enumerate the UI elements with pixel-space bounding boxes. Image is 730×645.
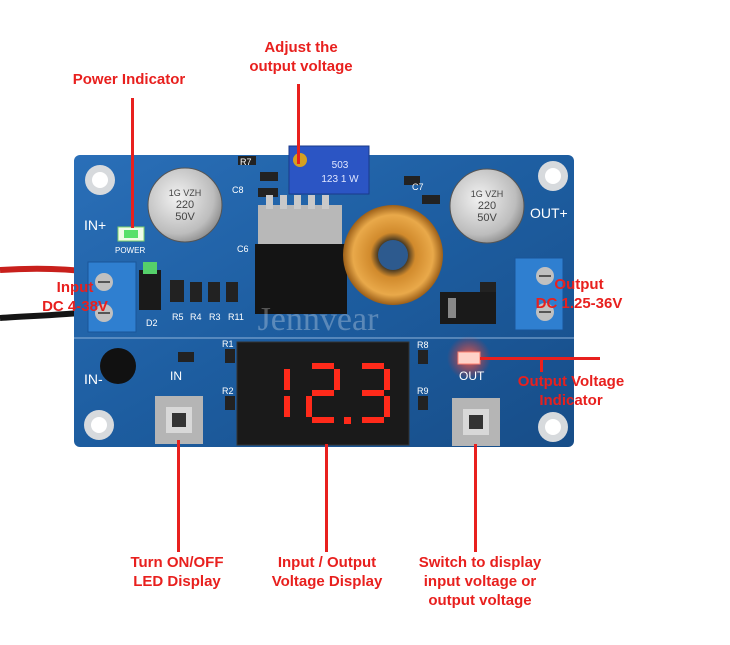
display-segments	[284, 363, 390, 424]
capacitor-right: 1G VZH 220 50V	[449, 168, 525, 244]
label-adjust-output-voltage: Adjust the output voltage	[249, 39, 353, 75]
svg-text:R4: R4	[190, 312, 202, 322]
transistor	[100, 348, 136, 384]
svg-text:R11: R11	[228, 312, 244, 322]
mounting-holes	[84, 161, 568, 442]
display-segment	[362, 363, 384, 369]
svg-text:C7: C7	[412, 182, 424, 192]
button-voltage-switch	[452, 398, 500, 446]
label-out-plus: OUT+	[530, 205, 568, 221]
label-output-voltage-indicator: Output Voltage Indicator	[517, 373, 625, 409]
svg-text:R7: R7	[240, 157, 252, 167]
display-segment	[306, 396, 312, 417]
button-led-toggle	[155, 396, 203, 444]
display-segment	[362, 417, 384, 423]
leader-switch-display	[474, 444, 477, 552]
regulator-ic	[255, 195, 347, 314]
svg-text:D2: D2	[146, 318, 158, 328]
cap-mark: 220	[176, 199, 194, 211]
svg-text:C8: C8	[232, 185, 244, 195]
watermark: Jennvear	[258, 301, 380, 338]
display-decimal-point	[344, 417, 351, 424]
display-segment	[312, 417, 334, 423]
label-in: IN	[170, 369, 182, 383]
label-turn-on-off-led-display: Turn ON/OFF LED Display	[130, 554, 224, 590]
leader-io-display	[325, 444, 328, 552]
svg-text:R8: R8	[417, 340, 429, 350]
display-segment	[284, 369, 290, 390]
svg-text:R2: R2	[222, 386, 234, 396]
toroid-inductor	[343, 205, 443, 305]
output-led	[457, 351, 481, 365]
label-output: Output DC 1.25-36V	[535, 276, 623, 312]
svg-text:R5: R5	[172, 312, 184, 322]
display-segment	[362, 390, 384, 396]
label-switch-display: Switch to display input voltage or outpu…	[418, 554, 542, 609]
display-segment	[334, 369, 340, 390]
display-segment	[312, 363, 334, 369]
label-in-plus: IN+	[84, 217, 106, 233]
trimmer-mark: 123 1 W	[321, 174, 359, 185]
label-io-voltage-display: Input / Output Voltage Display	[271, 554, 383, 590]
display-segment	[384, 369, 390, 390]
svg-text:R9: R9	[417, 386, 429, 396]
leader-power-indicator	[131, 98, 134, 228]
capacitor-left: 1G VZH 220 50V	[147, 167, 223, 243]
label-out: OUT	[459, 369, 485, 383]
leader-adjust	[297, 84, 300, 164]
display-segment	[284, 396, 290, 417]
trimmer-potentiometer: 503 123 1 W	[288, 145, 370, 195]
cap-mark: 1G VZH	[471, 189, 504, 199]
cap-mark: 50V	[175, 211, 195, 223]
display-segment	[384, 396, 390, 417]
label-input: Input DC 4-38V	[42, 279, 108, 315]
cap-mark: 220	[478, 200, 496, 212]
label-power-indicator: Power Indicator	[72, 71, 186, 88]
leader-out-indicator-tail	[540, 358, 543, 372]
svg-text:R3: R3	[209, 312, 221, 322]
svg-text:C6: C6	[237, 244, 249, 254]
cap-mark: 50V	[477, 212, 497, 224]
trimmer-mark: 503	[332, 160, 349, 171]
svg-text:R1: R1	[222, 339, 234, 349]
leader-turn-on-off	[177, 440, 180, 552]
display-segment	[312, 390, 334, 396]
output-terminal-block	[514, 257, 564, 331]
input-terminal-block	[87, 261, 137, 333]
label-in-minus: IN-	[84, 371, 103, 387]
label-power: POWER	[115, 246, 145, 255]
cap-mark: 1G VZH	[169, 188, 202, 198]
